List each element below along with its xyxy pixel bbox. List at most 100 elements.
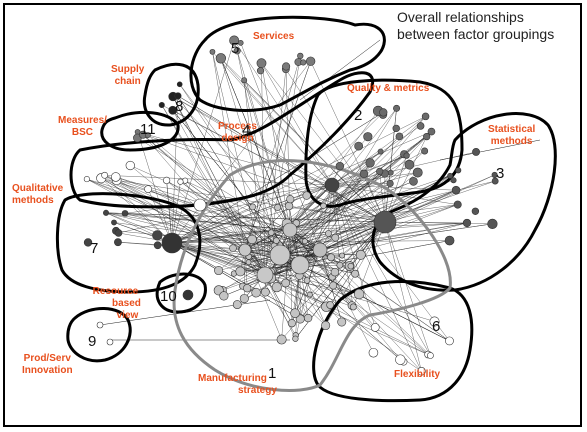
network-node	[281, 278, 291, 288]
cluster-outline-resource	[155, 272, 207, 314]
network-edge	[384, 204, 458, 223]
network-edge	[384, 174, 495, 223]
network-node	[353, 288, 365, 300]
network-node	[387, 169, 394, 176]
network-node	[273, 237, 280, 244]
network-edge	[279, 175, 451, 256]
network-edge	[270, 221, 386, 272]
network-node	[409, 176, 418, 186]
network-edge	[279, 164, 410, 256]
network-edge	[331, 184, 341, 266]
label-statistical-line-2: methods	[490, 136, 533, 147]
network-node	[302, 191, 311, 200]
network-edge	[439, 139, 541, 161]
network-edge	[171, 240, 450, 244]
network-node	[271, 282, 282, 293]
network-node	[177, 178, 184, 185]
network-edge	[286, 184, 333, 224]
network-node	[472, 148, 480, 156]
network-edge	[384, 221, 422, 372]
network-node	[83, 176, 90, 183]
network-node	[162, 176, 171, 185]
network-node	[153, 241, 162, 250]
network-node	[158, 101, 165, 109]
network-edge	[125, 184, 333, 214]
network-node	[377, 148, 384, 155]
label-manufacturing-strategy: Manufacturing strategy	[188, 373, 277, 397]
network-edge	[240, 42, 321, 251]
cluster-number-9: 9	[88, 333, 97, 350]
network-edge	[233, 221, 386, 274]
network-node	[393, 104, 401, 112]
network-edge	[105, 212, 266, 276]
label-prod-serv-innovation: Prod/Serv Innovation	[22, 353, 73, 377]
network-node	[161, 232, 183, 254]
network-node	[320, 202, 327, 209]
network-node	[386, 179, 394, 188]
network-edge	[171, 242, 270, 279]
network-node	[491, 177, 499, 185]
node-layer	[83, 35, 499, 376]
network-node	[491, 171, 498, 178]
network-edge	[289, 110, 379, 231]
label-innovation-line-2: Innovation	[22, 365, 73, 376]
cluster-number-4: 4	[242, 122, 251, 139]
network-edge	[331, 184, 450, 342]
network-node	[103, 209, 110, 216]
network-node	[395, 354, 406, 365]
cluster-outline-statistical	[371, 112, 557, 292]
label-resource-line-3: view	[116, 310, 139, 321]
network-node	[426, 352, 434, 359]
network-edge	[171, 242, 309, 319]
network-node	[232, 300, 242, 309]
network-node	[303, 313, 313, 323]
network-edge	[279, 254, 309, 319]
network-node	[297, 52, 304, 60]
label-measures-bsc: Measures/ BSC	[58, 115, 107, 139]
label-process-design: Process design	[218, 121, 257, 145]
network-edge	[299, 108, 397, 266]
network-node	[351, 269, 360, 278]
network-node	[193, 198, 207, 212]
network-node	[447, 172, 454, 179]
network-edge	[234, 40, 333, 186]
network-edge	[290, 184, 333, 200]
title-line-1: Overall relationships	[397, 9, 524, 25]
network-node	[245, 259, 252, 266]
network-edge	[244, 233, 329, 251]
network-edge	[86, 178, 321, 251]
network-edge	[113, 222, 266, 276]
network-edge	[180, 181, 281, 256]
network-edge	[279, 136, 400, 256]
network-node	[233, 47, 241, 55]
cluster-number-10: 10	[160, 288, 177, 305]
network-node	[321, 320, 331, 331]
network-edge	[289, 180, 496, 231]
figure-title: Overall relationships between factor gro…	[397, 9, 582, 43]
network-node	[101, 171, 109, 179]
network-node	[295, 314, 305, 324]
cluster-number-6: 6	[432, 318, 441, 335]
network-node	[219, 291, 229, 301]
network-node	[368, 347, 379, 358]
network-node	[235, 266, 246, 277]
network-node	[209, 48, 216, 55]
network-node	[462, 218, 472, 228]
network-node	[427, 127, 436, 136]
network-edge	[244, 249, 296, 336]
network-node	[260, 287, 270, 297]
cluster-number-1: 1	[268, 365, 277, 382]
network-node	[145, 132, 151, 138]
label-manufacturing-line-1: Manufacturing	[198, 373, 267, 384]
network-node	[168, 105, 178, 115]
network-node	[83, 238, 93, 247]
network-edge	[104, 175, 266, 276]
network-node	[229, 35, 240, 46]
cluster-number-3: 3	[496, 165, 505, 182]
cluster-outline-process-design	[69, 71, 375, 209]
network-node	[392, 124, 400, 133]
label-manufacturing-line-2: strategy	[238, 385, 277, 396]
network-node	[305, 56, 316, 66]
network-edge	[171, 239, 253, 244]
network-edge	[166, 180, 246, 251]
